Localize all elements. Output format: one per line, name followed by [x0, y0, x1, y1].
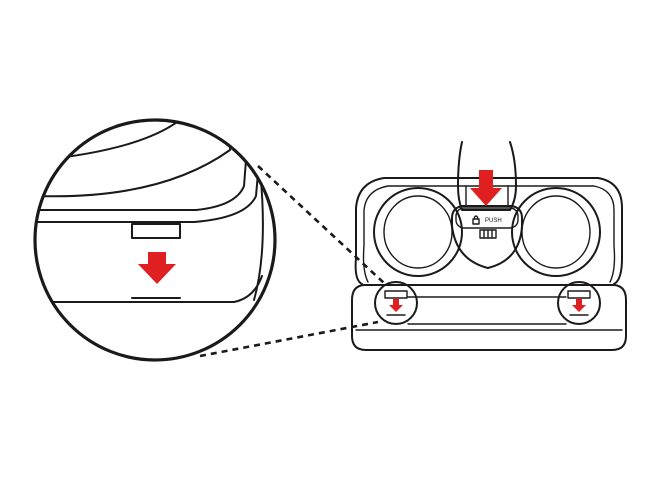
push-down-arrow-icon [470, 170, 502, 206]
left-latch-arrow-icon [389, 299, 403, 312]
push-label: PUSH [485, 218, 502, 224]
right-earbud-cup [511, 187, 601, 277]
left-release-latch [374, 281, 418, 325]
handheld-device: PUSH [451, 141, 523, 269]
right-latch-arrow-icon [572, 299, 586, 312]
push-button: PUSH [472, 215, 502, 225]
magnified-detail [33, 118, 277, 362]
left-earbud-cup [373, 187, 463, 277]
right-release-latch [557, 281, 601, 325]
lock-icon [472, 215, 480, 225]
charging-base [351, 177, 627, 351]
magnified-down-arrow-icon [138, 252, 176, 284]
